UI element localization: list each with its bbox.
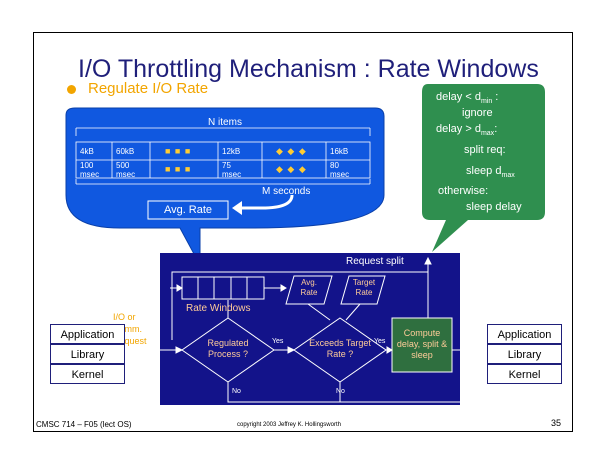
size-cell-3: 12kB — [222, 147, 241, 156]
footer-page-number: 35 — [551, 418, 562, 428]
avg-rate-arrowhead — [232, 201, 242, 215]
callout-line-4: split req: — [464, 144, 506, 156]
request-split-label: Request split — [346, 256, 404, 267]
callout-line-3: delay > dmax: — [436, 123, 498, 138]
time-cell-2: 500 msec — [116, 161, 136, 179]
time-cell-1: 100 msec — [80, 161, 100, 179]
m-seconds-bracket — [75, 179, 371, 185]
compute-label: Compute delay, split & sleep — [396, 328, 448, 360]
rate-windows-label: Rate Windows — [186, 303, 251, 314]
time-ellipsis-2: ◆ ◆ ◆ — [276, 164, 307, 174]
time-ellipsis-1: ■ ■ ■ — [165, 164, 192, 174]
yes-label-2: Yes — [374, 338, 386, 345]
callout-line-1: delay < dmin : — [436, 91, 499, 106]
left-stack-library: Library — [50, 344, 125, 364]
compute-box — [391, 317, 453, 373]
rate-table-grid — [75, 141, 371, 179]
n-items-label: N items — [208, 117, 242, 128]
callout-line-7: sleep delay — [466, 201, 522, 213]
avg-rate-parallelogram — [285, 275, 333, 305]
footer-course: CMSC 714 – F05 (lect OS) — [36, 420, 132, 429]
no-label-1: No — [232, 388, 241, 395]
left-stack-application: Application — [50, 324, 125, 344]
right-stack-kernel: Kernel — [487, 364, 562, 384]
footer-copyright: copyright 2003 Jeffrey K. Hollingsworth — [237, 422, 341, 428]
right-stack-library: Library — [487, 344, 562, 364]
target-rate-parallelogram — [340, 275, 386, 305]
size-ellipsis-2: ◆ ◆ ◆ — [276, 146, 307, 156]
regulated-process-label: Regulated Process ? — [207, 338, 249, 359]
size-cell-2: 60kB — [116, 147, 135, 156]
avg-rate-shape-label: Avg. Rate — [300, 278, 318, 297]
no-label-2: No — [336, 388, 345, 395]
size-cell-4: 16kB — [330, 147, 349, 156]
slide-title: I/O Throttling Mechanism : Rate Windows — [78, 55, 539, 83]
flow-arrows — [150, 256, 490, 403]
size-ellipsis-1: ■ ■ ■ — [165, 146, 192, 156]
right-stack-application: Application — [487, 324, 562, 344]
bullet-dot — [67, 85, 76, 94]
exceeds-target-label: Exceeds Target Rate ? — [309, 338, 371, 359]
avg-rate-arrow — [238, 194, 294, 210]
left-stack-kernel: Kernel — [50, 364, 125, 384]
callout-line-5: sleep dmax — [466, 165, 515, 180]
bullet-text: Regulate I/O Rate — [88, 80, 209, 97]
time-cell-3: 75 msec — [222, 161, 242, 179]
n-items-bracket — [75, 127, 371, 136]
avg-rate-box-label: Avg. Rate — [163, 204, 213, 216]
time-cell-4: 80 msec — [330, 161, 350, 179]
callout-line-2: ignore — [462, 107, 493, 119]
io-request-label: I/O or Comm. Request — [113, 312, 147, 346]
m-seconds-label: M seconds — [262, 186, 311, 197]
rate-bubble — [65, 107, 385, 266]
callout-bubble — [422, 84, 545, 252]
target-rate-shape-label: Target Rate — [352, 278, 376, 297]
size-cell-1: 4kB — [80, 147, 94, 156]
avg-rate-box — [147, 200, 229, 220]
yes-label-1: Yes — [272, 338, 284, 345]
callout-line-6: otherwise: — [438, 185, 489, 197]
